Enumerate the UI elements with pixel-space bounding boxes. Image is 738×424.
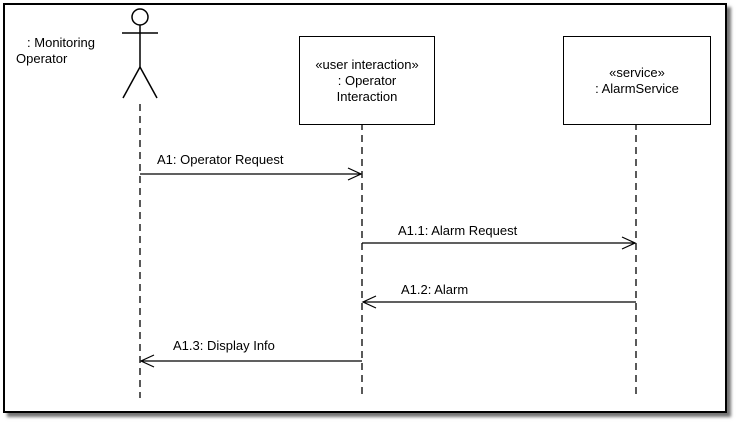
actor-figure — [122, 8, 158, 99]
lifeline-box-operator-interaction: «user interaction» : Operator Interactio… — [299, 36, 435, 125]
message-arrowhead-a1-3 — [139, 354, 155, 368]
actor-right-leg — [139, 66, 158, 99]
actor-name-line2: Operator — [16, 51, 68, 66]
message-arrowhead-a1-1 — [621, 236, 637, 250]
actor-head — [131, 8, 149, 26]
lifeline-name-line1: : AlarmService — [595, 80, 679, 96]
message-arrowhead-a1-2 — [361, 295, 377, 309]
actor-name-line1: : Monitoring — [27, 35, 95, 50]
lifeline-name-line1: : Operator — [337, 72, 397, 88]
lifeline-name-line2: Interaction — [336, 88, 398, 104]
message-label-a1-1: A1.1: Alarm Request — [398, 223, 518, 238]
message-label-a1-3: A1.3: Display Info — [173, 338, 275, 353]
lifeline-stereotype: «service» — [609, 64, 665, 80]
lifeline-box-alarm-service: «service» : AlarmService — [563, 36, 711, 125]
actor-left-leg — [122, 66, 141, 99]
lifeline-stereotype: «user interaction» — [315, 56, 419, 72]
actor-label: : Monitoring Operator — [13, 35, 109, 67]
message-arrowhead-a1 — [347, 167, 363, 181]
message-label-a1-2: A1.2: Alarm — [401, 282, 469, 297]
message-label-a1: A1: Operator Request — [157, 152, 284, 167]
